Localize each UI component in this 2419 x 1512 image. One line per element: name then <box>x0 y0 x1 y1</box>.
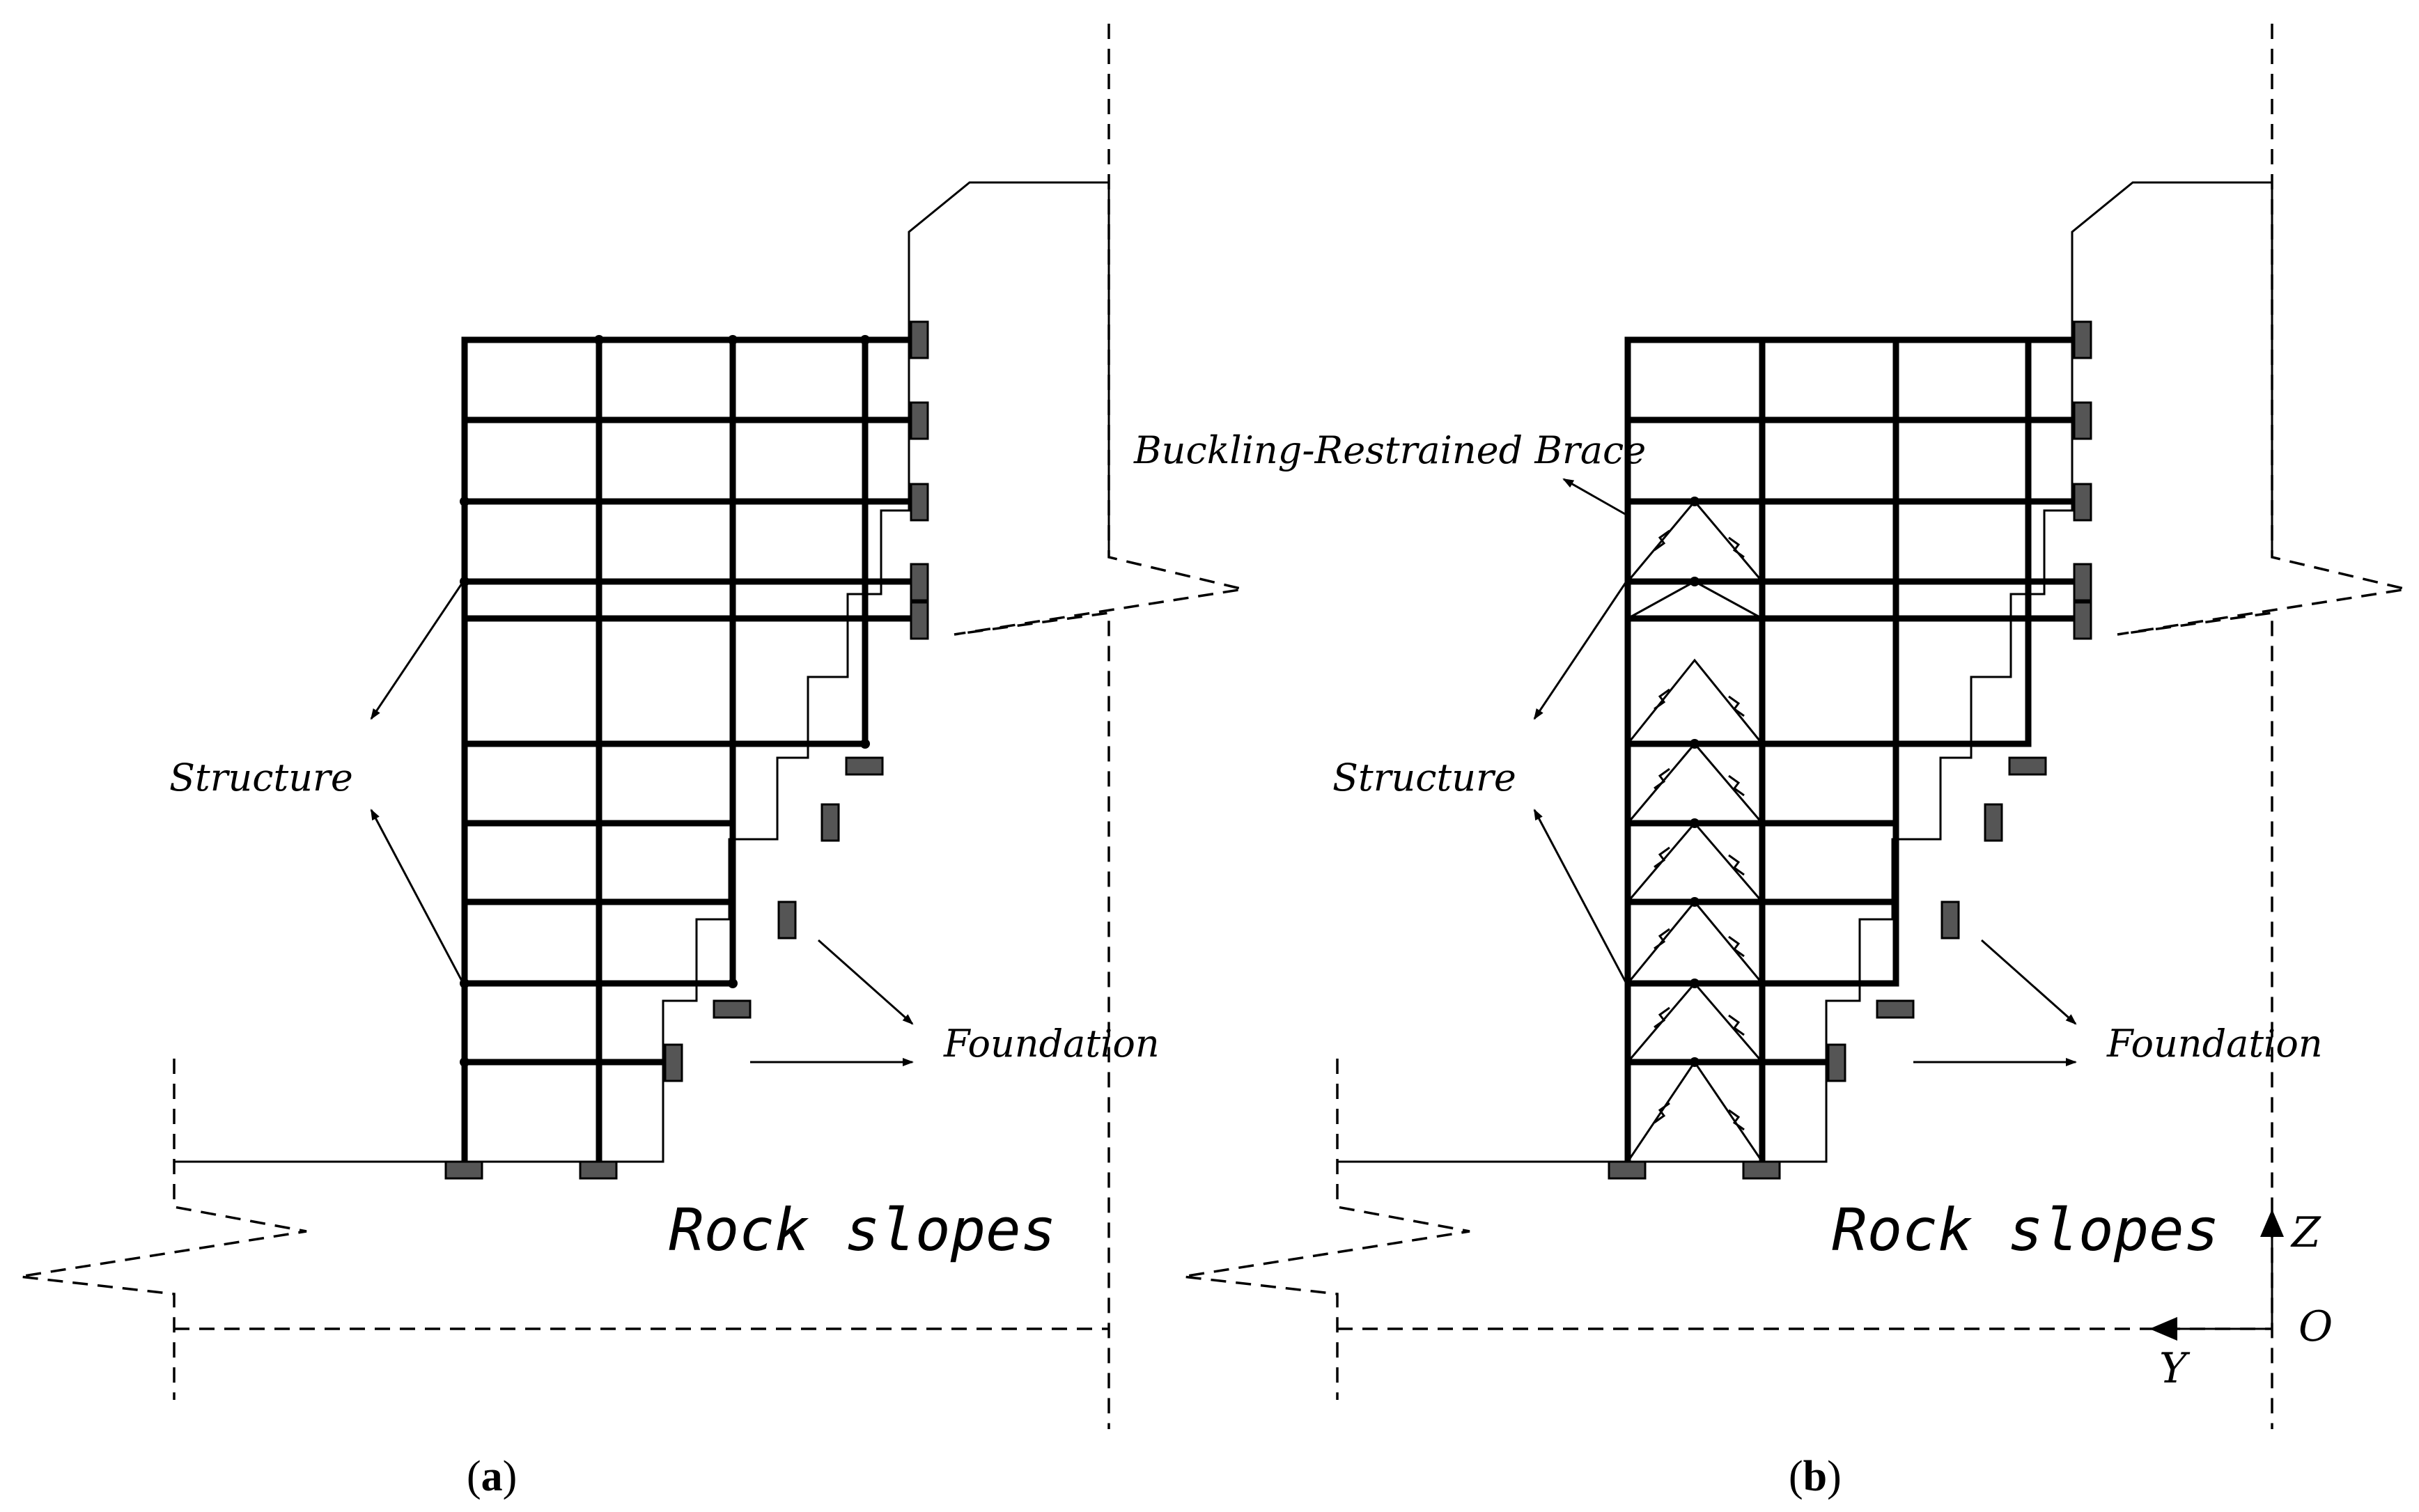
leader-arrows-b <box>1533 478 2077 1066</box>
axis-y-label: Y <box>2159 1344 2191 1393</box>
structure-label-a: Structure <box>169 756 353 800</box>
ground-boundary-b <box>1182 24 2407 1429</box>
frame-structure-b <box>1624 336 2076 1165</box>
structure-label-b: Structure <box>1332 756 1516 800</box>
foundation-pads-b <box>1608 320 2092 1180</box>
rock-slopes-label-a: Rock slopes <box>669 1196 1056 1264</box>
panel-a: Structure Foundation Rock slopes (a) <box>19 24 1244 1500</box>
rock-slopes-label-b: Rock slopes <box>1832 1196 2219 1264</box>
axis-z-label: Z <box>2290 1208 2321 1257</box>
leader-arrows-a <box>370 581 914 1066</box>
caption-a: (a) <box>467 1453 517 1500</box>
axis-o-label: O <box>2299 1302 2333 1351</box>
coordinate-axes: Z O Y <box>2149 1208 2333 1393</box>
foundation-label-b: Foundation <box>2106 1022 2323 1066</box>
ground-boundary-a <box>19 24 1244 1429</box>
caption-b: (b) <box>1789 1453 1842 1500</box>
buckling-restrained-braces <box>1626 497 1764 1162</box>
frame-nodes-a <box>460 335 870 1067</box>
brace-label: Buckling-Restrained Brace <box>1133 428 1646 472</box>
foundation-label-a: Foundation <box>943 1022 1160 1066</box>
frame-structure-a <box>461 336 912 1165</box>
panel-b: Buckling-Restrained Brace Structure Foun… <box>1133 24 2407 1500</box>
foundation-pads-a <box>444 320 929 1180</box>
